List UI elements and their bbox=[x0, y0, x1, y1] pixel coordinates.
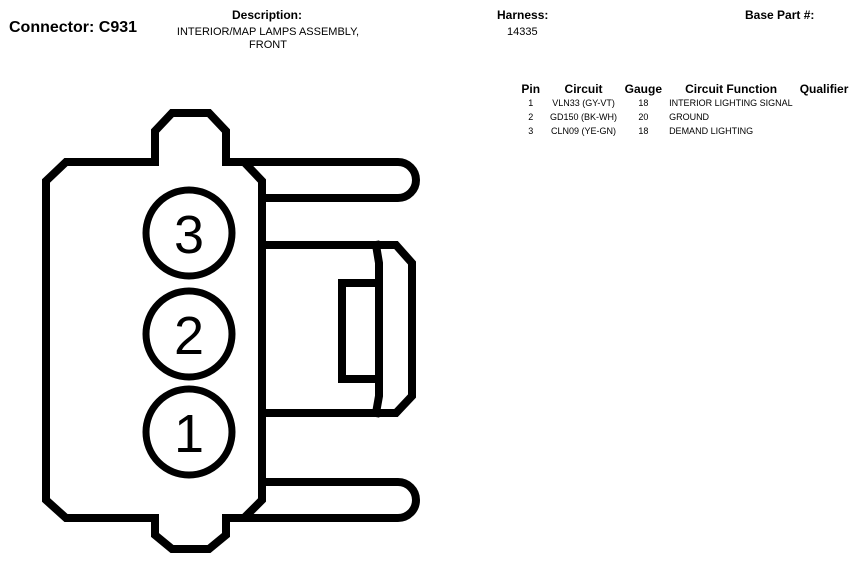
pin-cavity-1: 1 bbox=[142, 385, 236, 479]
pin-cavity-2-label: 2 bbox=[174, 306, 204, 366]
table-row: 2 GD150 (BK-WH) 20 GROUND bbox=[516, 110, 851, 124]
description-line-1: INTERIOR/MAP LAMPS ASSEMBLY, bbox=[176, 26, 360, 38]
header-circuit: Circuit bbox=[564, 82, 603, 96]
header-pin: Pin bbox=[521, 82, 541, 96]
description-value: INTERIOR/MAP LAMPS ASSEMBLY, FRONT bbox=[150, 26, 386, 52]
base-part-label: Base Part #: bbox=[745, 8, 815, 22]
gauge-cell: 18 bbox=[638, 98, 649, 108]
pin-cavity-2-circle bbox=[142, 287, 236, 381]
gauge-cell: 20 bbox=[638, 112, 649, 122]
lock-housing bbox=[258, 241, 416, 417]
pin-table-header-row: Pin Circuit Gauge Circuit Function Quali… bbox=[516, 82, 851, 96]
harness-value: 14335 bbox=[507, 26, 538, 38]
gauge-cell: 18 bbox=[638, 126, 649, 136]
lock-tab bbox=[338, 279, 383, 383]
pin-cavity-3: 3 bbox=[142, 186, 236, 280]
function-cell: INTERIOR LIGHTING SIGNAL bbox=[669, 98, 793, 108]
upper-latch-arm bbox=[222, 158, 420, 202]
pin-cavity-3-circle bbox=[142, 186, 236, 280]
pin-cavity-3-label: 3 bbox=[174, 205, 204, 265]
header-gauge: Gauge bbox=[624, 82, 663, 96]
pin-cavity-1-label: 1 bbox=[174, 404, 204, 464]
header-circuit-function: Circuit Function bbox=[685, 82, 778, 96]
pin-cell: 1 bbox=[528, 98, 534, 108]
pin-cavity-1-circle bbox=[142, 385, 236, 479]
circuit-cell: GD150 (BK-WH) bbox=[550, 112, 618, 122]
header-qualifier: Qualifier bbox=[799, 82, 849, 96]
function-cell: GROUND bbox=[669, 112, 710, 122]
description-line-2: FRONT bbox=[249, 39, 287, 51]
table-row: 1 VLN33 (GY-VT) 18 INTERIOR LIGHTING SIG… bbox=[516, 96, 851, 110]
connector-title: Connector: C931 bbox=[9, 19, 138, 36]
connector-body-outline bbox=[42, 109, 266, 553]
table-row: 3 CLN09 (YE-GN) 18 DEMAND LIGHTING bbox=[516, 124, 851, 138]
pin-cell: 2 bbox=[528, 112, 534, 122]
lower-latch-arm bbox=[222, 478, 420, 522]
pin-cell: 3 bbox=[528, 126, 534, 136]
description-label: Description: bbox=[232, 8, 303, 22]
circuit-cell: CLN09 (YE-GN) bbox=[551, 126, 617, 136]
circuit-cell: VLN33 (GY-VT) bbox=[552, 98, 615, 108]
pin-cavity-2: 2 bbox=[142, 287, 236, 381]
harness-label: Harness: bbox=[497, 8, 549, 22]
pin-table: Pin Circuit Gauge Circuit Function Quali… bbox=[516, 82, 851, 138]
function-cell: DEMAND LIGHTING bbox=[669, 126, 754, 136]
